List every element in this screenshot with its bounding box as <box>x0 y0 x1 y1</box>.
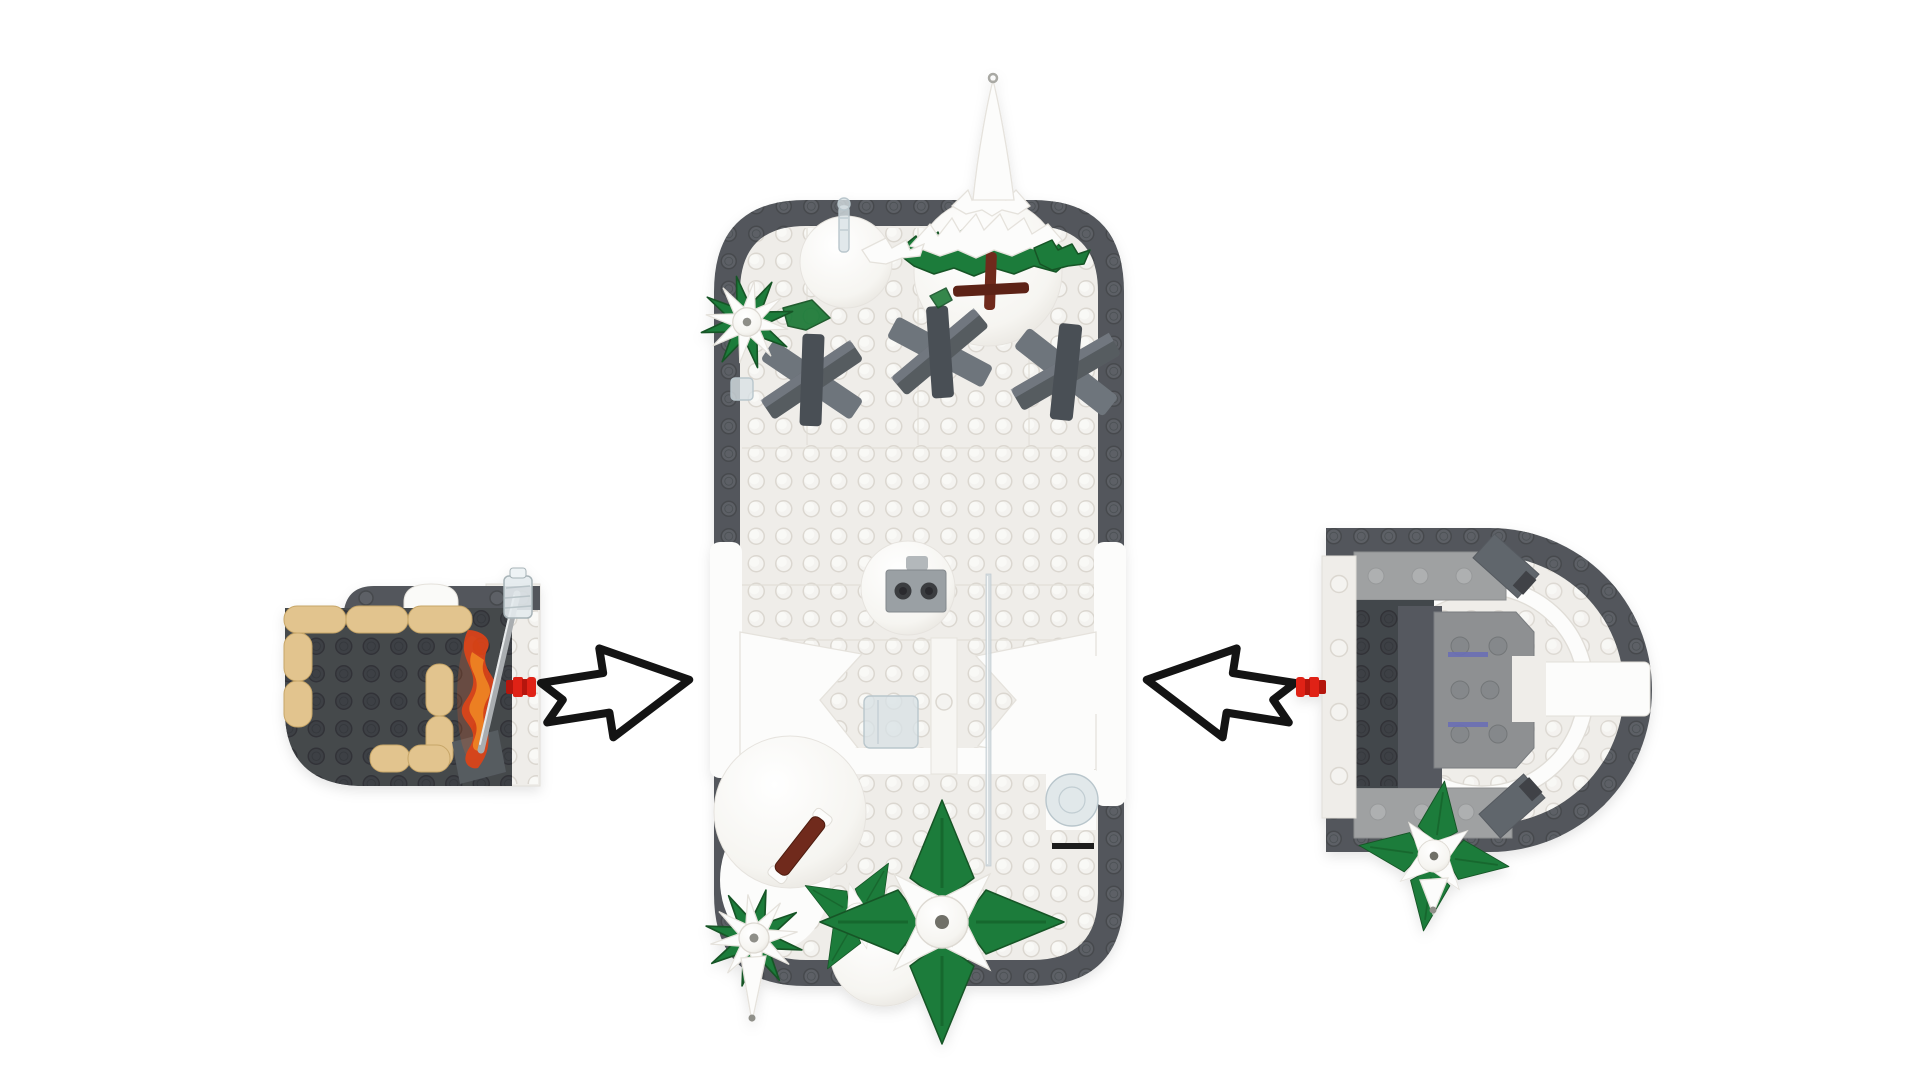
radar-dish-mound <box>713 735 867 889</box>
ridge-stud <box>935 693 953 711</box>
gray-clip <box>906 556 928 570</box>
trench-snowbank-left <box>739 631 864 773</box>
black-slot-tile <box>1052 843 1094 849</box>
trench-right-opening <box>1058 656 1124 714</box>
blaster-turret <box>1433 611 1546 769</box>
echo-station-plate <box>885 569 947 613</box>
turret-snow-tree <box>1347 769 1521 943</box>
green-sprig <box>782 299 831 331</box>
tree-branch-cross <box>952 251 1030 311</box>
ice-crystal <box>1045 773 1099 827</box>
harpoon-gun <box>477 567 533 754</box>
module-campfire: Campfire shelter module <box>283 567 541 787</box>
attach-arrow-right <box>1140 635 1299 747</box>
campfire-sandbag-wall <box>283 605 473 773</box>
campfire-arch <box>403 583 459 611</box>
gray-trench <box>1353 533 1546 839</box>
angled-wedge-top <box>1472 533 1540 599</box>
clear-vertical-rod <box>985 573 992 867</box>
dish-brown-handle <box>767 807 833 885</box>
angled-wedge-bottom <box>1478 773 1546 839</box>
attach-arrow-left <box>537 635 696 747</box>
module-turret: Blaster turret trench module <box>1296 528 1652 943</box>
snowy-pine-tree <box>861 72 1091 311</box>
campfire-top-stud <box>489 590 505 606</box>
small-clear-brick <box>730 377 754 401</box>
snow-tree-bottom-left <box>680 864 828 1023</box>
ice-brick <box>863 695 919 749</box>
module-main-plate: Main snowy base plate <box>675 72 1126 1046</box>
campfire-top-stud <box>358 590 374 606</box>
turret-slit <box>1448 652 1488 657</box>
connector-pin-left <box>506 677 536 697</box>
turret-slit <box>1448 722 1488 727</box>
connector-pin-right <box>1296 677 1326 697</box>
snow-over-left-border <box>710 542 742 778</box>
clear-antenna <box>837 197 851 253</box>
